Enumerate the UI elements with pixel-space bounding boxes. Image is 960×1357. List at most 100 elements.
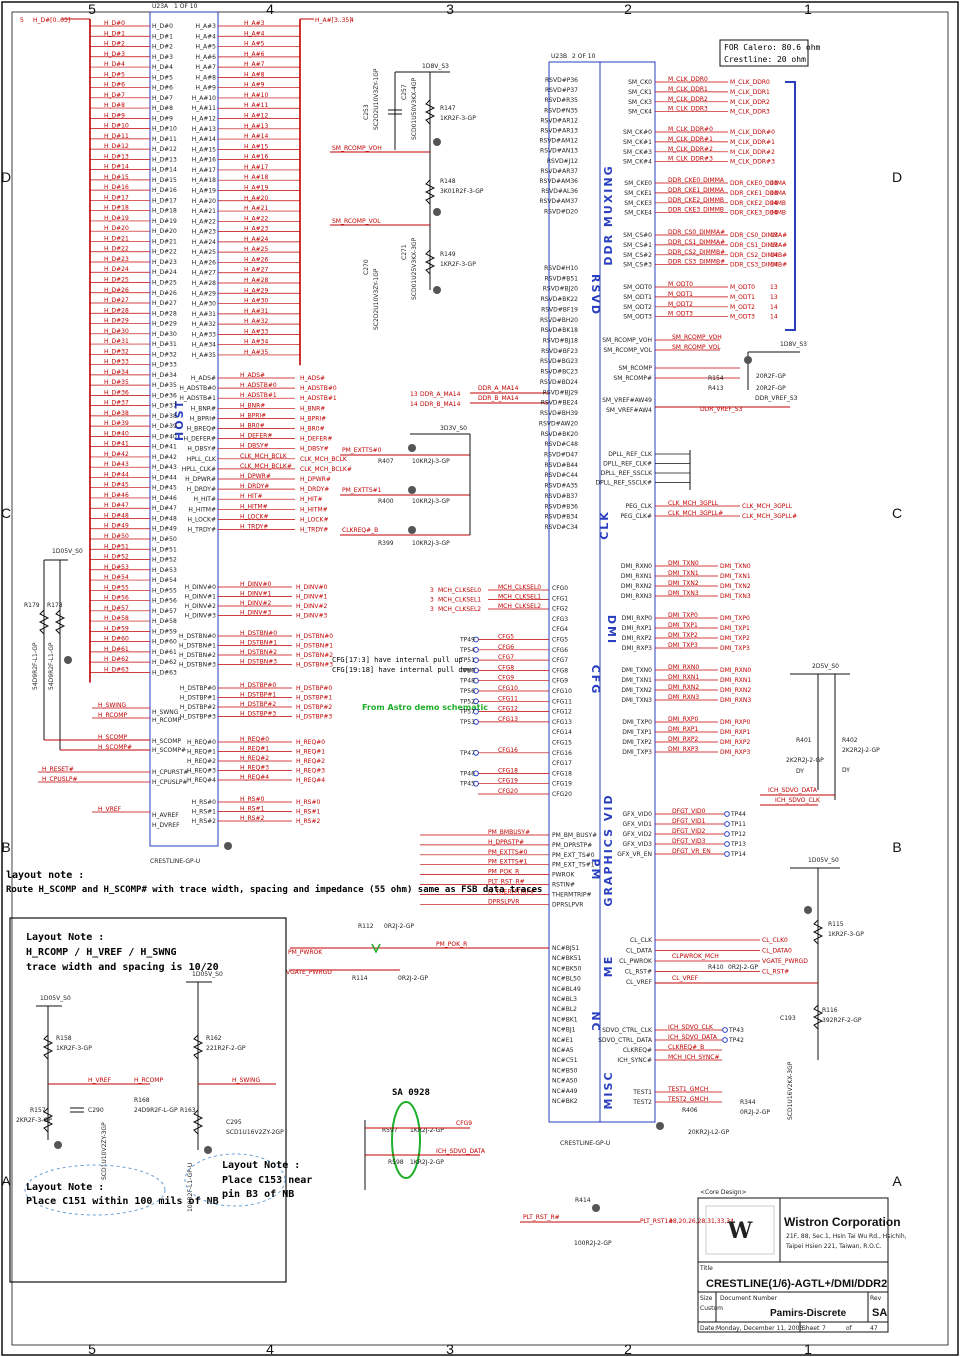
- hd-net-label: H_D#21: [104, 235, 129, 242]
- c151-note-body: Place C151 within 100 mils of NB: [26, 1195, 219, 1207]
- u23b-me-title: ME: [602, 955, 615, 977]
- gvid-testpoint: [724, 841, 730, 847]
- cfg-net-label: CFG5: [498, 634, 514, 641]
- misc-pin-label: H_RCOMP: [152, 717, 181, 724]
- peg-pin-label: PEG_CLK#: [620, 513, 652, 520]
- sm-odt-page: 14: [770, 304, 778, 311]
- zone-row-right: B: [892, 839, 901, 855]
- gvid-testpoint-label: TP44: [730, 811, 746, 818]
- u23b-gp-marker: [656, 1122, 664, 1130]
- rsvd-pin-label: RSVD#BK18: [541, 327, 579, 334]
- req-net-label: H_REQ#4: [240, 774, 269, 781]
- ctrl-net-label: H_TRDY#: [240, 524, 268, 531]
- hd-pin-label: H_D#1: [152, 33, 173, 40]
- u23b-rsvd-title: RSVD: [589, 274, 602, 316]
- misc-pin-label: H_CPUSLP#: [152, 779, 188, 786]
- r399-ref: R399: [378, 540, 394, 547]
- cfg-net-label: CFG19: [498, 778, 518, 785]
- hd-net-label: H_D#40: [104, 430, 129, 437]
- ctrl-pin-label: H_HITM#: [188, 506, 216, 513]
- zone-col-top: 4: [266, 1, 274, 17]
- dpll-pin-label: DPLL_REF_SSCLK#: [596, 480, 652, 487]
- company-name: Wistron Corporation: [784, 1215, 901, 1229]
- dmi-rxn-offpage-label: DMI_TXN3: [720, 593, 751, 600]
- sm-ck-net-label: M_CLK_DDR1: [668, 86, 708, 93]
- sm-rcomp-pin-label: SM_RCOMP: [618, 365, 652, 372]
- hd-pin-label: H_D#16: [152, 187, 177, 194]
- cfg-net-label: CFG11: [498, 695, 518, 702]
- r154-gp-marker: [744, 356, 752, 364]
- nc-pin-label: NC#E1: [552, 1037, 573, 1044]
- ha-net-label: H_A#22: [244, 215, 268, 222]
- rsvd-pin-label: RSVD#D20: [544, 208, 578, 215]
- ha-pin-label: H_A#33: [192, 331, 216, 338]
- zone-col-bottom: 1: [804, 1341, 812, 1357]
- hd-pin-label: H_D#29: [152, 321, 177, 328]
- misc-net-label: H_RESET#: [42, 766, 74, 773]
- r414-value: 100R2J-2-GP: [574, 1240, 612, 1247]
- hd-net-label: H_D#54: [104, 574, 129, 581]
- cfg-net-label: CFG6: [498, 644, 514, 651]
- ctrl-net-label: H_BR0#: [240, 423, 265, 430]
- r179-symbol: [38, 609, 50, 635]
- r115-gp-marker: [804, 906, 812, 914]
- req-pin-label: H_REQ#0: [187, 739, 216, 746]
- rsvd-pin-label: RSVD#BJ18: [543, 338, 578, 345]
- layout-note-line1: H_RCOMP / H_VREF / H_SWNG: [26, 947, 177, 958]
- r178-symbol: [54, 609, 66, 635]
- zone-row-left: D: [1, 169, 11, 185]
- ctrl-offpage-label: H_DBSY#: [300, 446, 329, 453]
- plt-rst1-pages: 18,20,26,28,31,33,34: [669, 1218, 734, 1225]
- hd-pin-label: H_D#58: [152, 618, 177, 625]
- misc-net-label: H_SWING: [98, 702, 127, 709]
- hd-net-label: H_D#52: [104, 554, 129, 561]
- rsvd-pin-label: RSVD#BG23: [540, 358, 578, 365]
- u23b-body: [548, 61, 656, 1123]
- v1d05-label-bl2: 1D05V_S0: [192, 971, 223, 978]
- sm-odt-pin-label: SM_ODT1: [623, 294, 652, 301]
- sm-odt-net-label: M_ODT3: [668, 311, 693, 318]
- u23a-body: [149, 11, 219, 847]
- u23a-gp-marker: [224, 842, 232, 850]
- dmi-rxp-net-label: DMI_TXP1: [668, 622, 698, 629]
- sm-ckn-pin-label: SM_CK#1: [623, 139, 652, 146]
- gvid-pin-label: GFX_VID2: [622, 831, 652, 838]
- astro-note: From Astro demo schematic: [362, 703, 488, 712]
- rsvd-pin-label: RSVD#AM12: [539, 138, 578, 145]
- misc-b-pin-label: CLKREQ#: [623, 1047, 652, 1054]
- rsvd-pin-label: RSVD#B44: [545, 462, 579, 469]
- ha-net-label: H_A#17: [244, 164, 268, 171]
- title-block-frame: [697, 1197, 889, 1333]
- r115-value: 1KR2F-3-GP: [828, 931, 864, 938]
- hd-pin-label: H_D#40: [152, 433, 177, 440]
- hd-net-label: H_D#24: [104, 266, 129, 273]
- dmi-rxn-pin-label: DMI_RXN2: [621, 583, 652, 590]
- dmi-rxp-offpage-label: DMI_TXP2: [720, 635, 750, 642]
- hd-net-label: H_D#41: [104, 441, 129, 448]
- r400-value: 10KR2J-3-GP: [412, 498, 450, 505]
- ha-pin-label: H_A#27: [192, 270, 216, 277]
- r158-symbol: [42, 1034, 54, 1060]
- u23b-gvid-title: GRAPHICS VID: [602, 793, 615, 906]
- title-label: Title: [699, 1265, 713, 1272]
- dmi-txn-offpage-label: DMI_RXN1: [720, 677, 751, 684]
- rsvd-pin-label: RSVD#B51: [545, 275, 579, 282]
- dmi-rxn-pin-label: DMI_RXN1: [621, 573, 652, 580]
- ha-net-label: H_A#18: [244, 174, 268, 181]
- dmi-rxn-net-label: DMI_TXN1: [668, 570, 699, 577]
- ha-pin-label: H_A#11: [192, 105, 216, 112]
- u23b-rsvd-pins: RSVD#P36RSVD#P37RSVD#R35RSVD#N35RSVD#AR1…: [539, 77, 578, 531]
- r157-gp-marker: [54, 1141, 62, 1149]
- dpll-pin-label: DPLL_REF_CLK: [608, 451, 653, 458]
- ctrl-offpage-label: H_TRDY#: [300, 527, 328, 534]
- sm-cke-net-label: DDR_CKE0_DIMMA: [668, 177, 725, 184]
- hd-pin-label: H_D#0: [152, 23, 173, 30]
- ctrl-pin-label: H_DRDY#: [187, 486, 216, 493]
- u23b-block: U23B 2 OF 10 RSVD DDR MUXING CLK DMI CFG…: [420, 53, 808, 1147]
- calero-note-line1: FOR Calero: 80.6 ohm: [724, 43, 821, 52]
- hvref-divider: 1D05V_S0 R158 1KR2F-3-GP R157 2KR2F-3-GP…: [16, 995, 178, 1180]
- me-pin-label: CL_DATA: [626, 948, 653, 955]
- hd-net-label: H_D#26: [104, 287, 129, 294]
- nc-pin-label: NC#BL2: [552, 1006, 577, 1013]
